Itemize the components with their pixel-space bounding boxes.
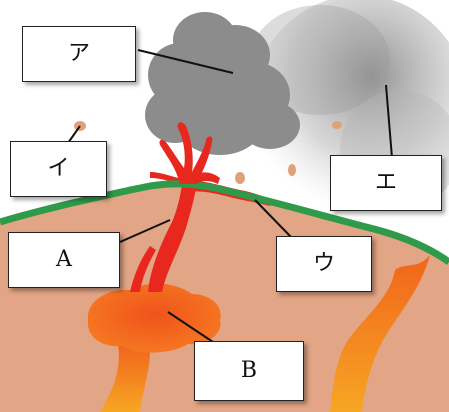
surface-line bbox=[0, 180, 449, 265]
label-a: ア bbox=[22, 26, 136, 82]
label-i: イ bbox=[10, 141, 107, 197]
label-e: エ bbox=[330, 155, 442, 211]
ejecta-bomb bbox=[235, 172, 245, 184]
ejecta-bomb bbox=[288, 164, 296, 176]
erupting-magma-right bbox=[194, 172, 220, 184]
leader-line-e bbox=[385, 84, 393, 159]
label-B: B bbox=[194, 341, 304, 401]
magma-chamber bbox=[87, 283, 221, 353]
erupting-magma bbox=[159, 122, 213, 184]
eruption-smoke bbox=[145, 12, 300, 155]
magma-conduit-branch bbox=[130, 246, 156, 292]
leader-line-u bbox=[254, 199, 293, 239]
leader-line-A bbox=[119, 219, 171, 243]
leader-line-i bbox=[67, 125, 81, 144]
label-u: ウ bbox=[276, 236, 372, 292]
magma-dike-right bbox=[330, 255, 430, 412]
magma-dike-left bbox=[100, 345, 150, 412]
ejecta-bomb bbox=[332, 121, 342, 129]
label-A: A bbox=[8, 232, 120, 288]
leader-line-B bbox=[167, 311, 214, 343]
leader-line-a bbox=[137, 49, 234, 74]
magma-conduit bbox=[148, 185, 196, 292]
